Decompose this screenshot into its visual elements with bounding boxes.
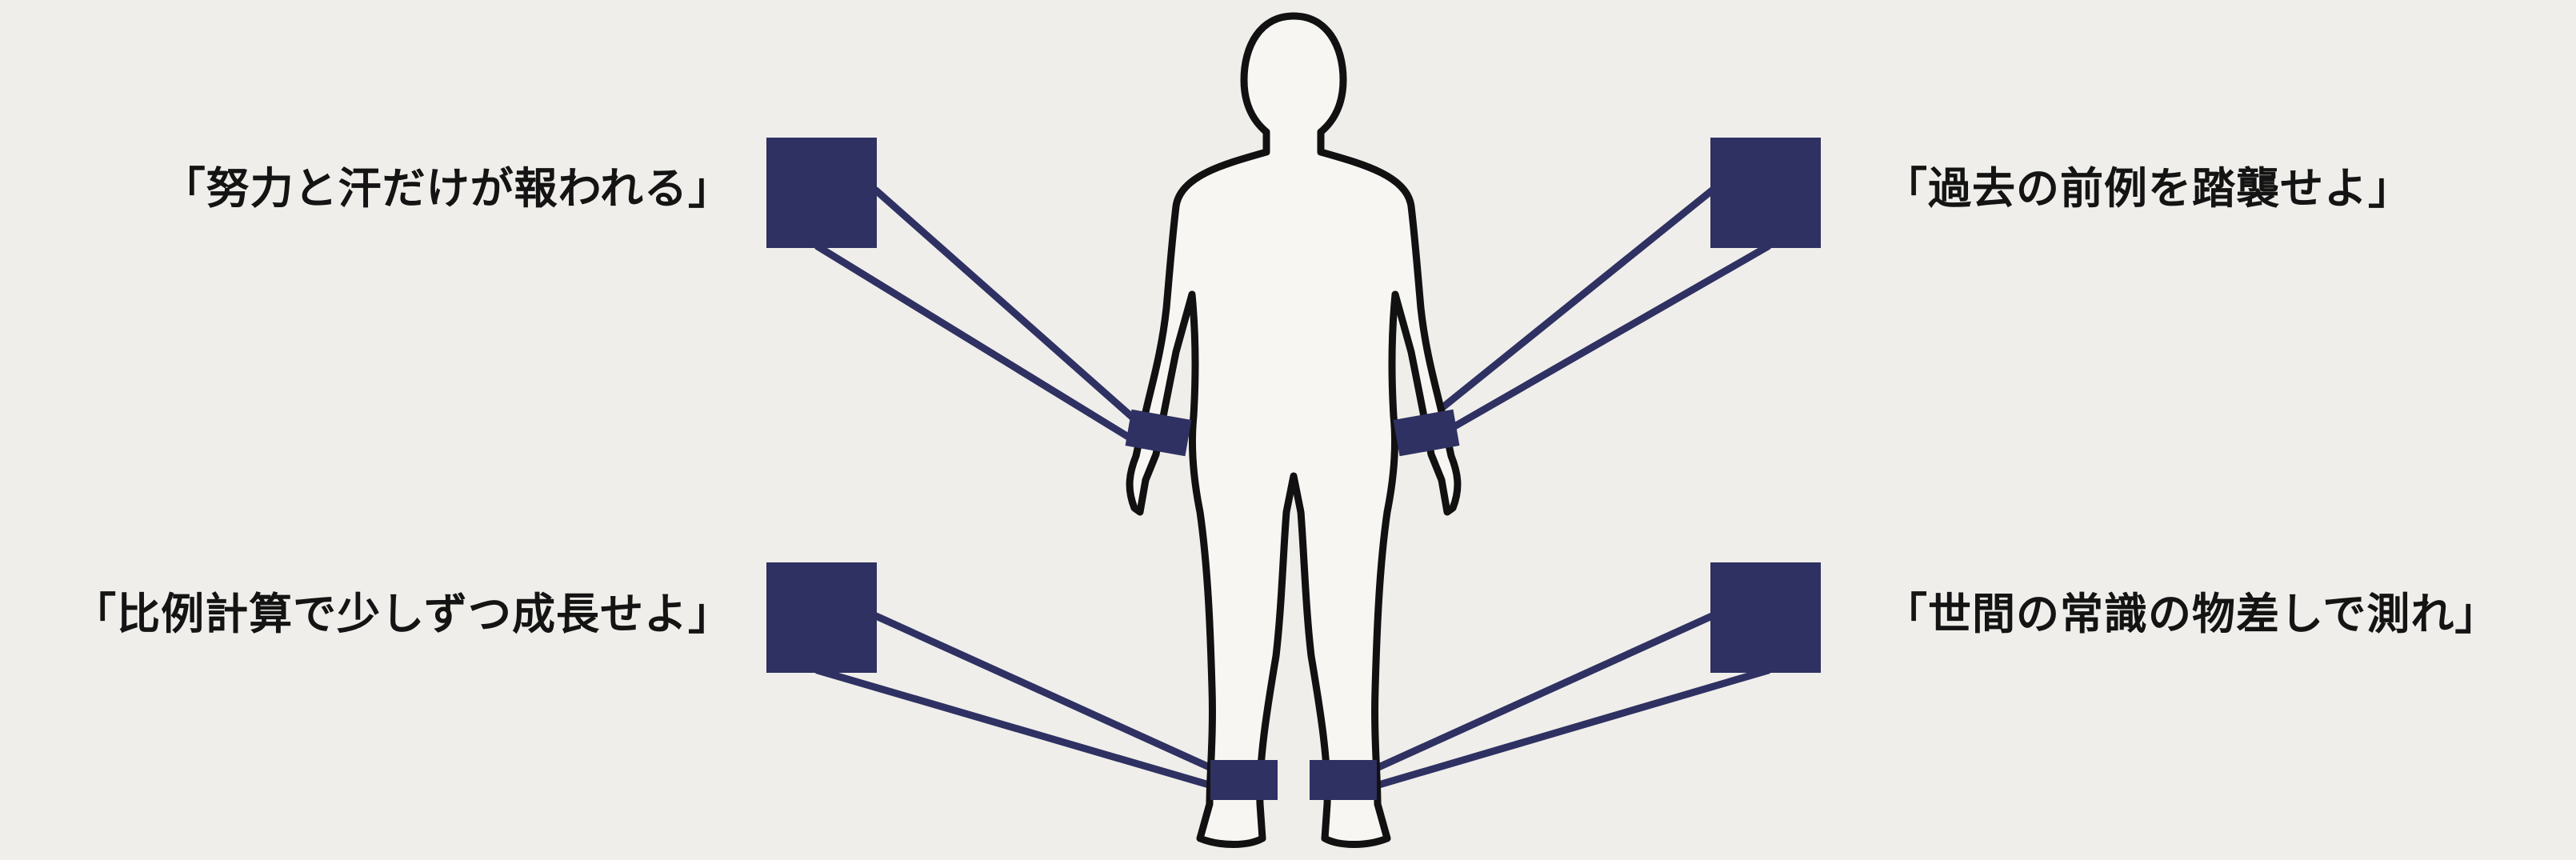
chain-bottom-right [1368, 616, 1768, 788]
label-top-right: 「過去の前例を踏襲せよ」 [1884, 166, 2412, 210]
shackle-right-ankle [1310, 760, 1377, 800]
weight-top-left [766, 138, 877, 248]
weight-bottom-right [1710, 562, 1821, 673]
label-top-left: 「努力と汗だけが報われる」 [162, 166, 732, 210]
weight-top-right [1710, 138, 1821, 248]
label-bottom-left: 「比例計算で少しずつ成長せよ」 [73, 592, 732, 635]
label-bottom-right: 「世間の常識の物差しで測れ」 [1884, 592, 2498, 635]
weight-bottom-left [766, 562, 877, 673]
shackle-left-ankle [1210, 760, 1278, 800]
chain-bottom-left [818, 616, 1220, 788]
